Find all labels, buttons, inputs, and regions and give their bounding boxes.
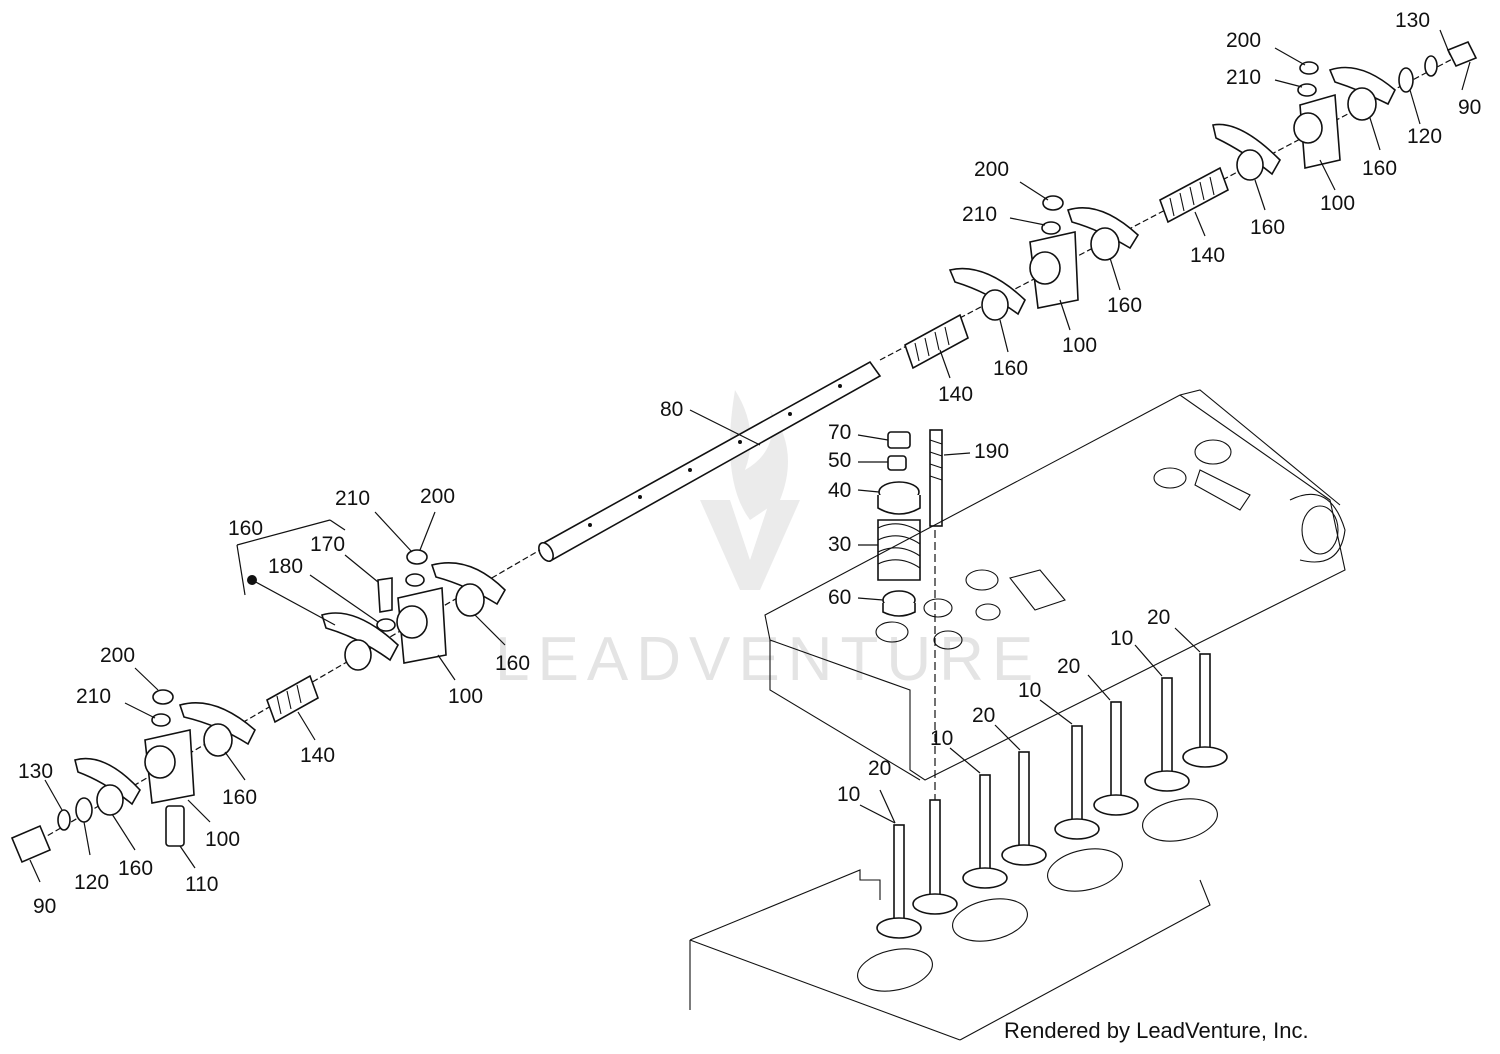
callout-160: 160 (222, 786, 257, 809)
callout-140: 140 (1190, 244, 1225, 267)
callout-160: 160 (1107, 294, 1142, 317)
valve-spring-stack[interactable] (877, 429, 943, 617)
rendered-by-footer: Rendered by LeadVenture, Inc. (1004, 1018, 1309, 1043)
callout-10: 10 (837, 783, 860, 806)
callout-210: 210 (335, 487, 370, 510)
callout-160: 160 (228, 517, 263, 540)
callout-10: 10 (1110, 627, 1133, 650)
callout-20: 20 (868, 757, 891, 780)
callout-210: 210 (1226, 66, 1261, 89)
callout-20: 20 (1147, 606, 1170, 629)
callout-100: 100 (205, 828, 240, 851)
valve-20-d (1182, 653, 1228, 768)
engine-block (689, 798, 1218, 1041)
watermark-text: LEADVENTURE (495, 625, 1041, 694)
callout-110: 110 (185, 873, 218, 896)
valve-10-c (1054, 725, 1100, 840)
callout-170: 170 (310, 533, 345, 556)
valve-20-c (1093, 701, 1139, 816)
rocker-assembly-middle-left[interactable] (266, 549, 506, 724)
callout-130: 130 (18, 760, 53, 783)
valve-10-a (876, 824, 922, 939)
callout-200: 200 (420, 485, 455, 508)
valves[interactable] (876, 653, 1228, 939)
callout-labels: 130 200 210 90 120 160 100 160 140 200 2… (18, 9, 1481, 918)
leader-lines (29, 29, 1471, 883)
callout-120: 120 (1407, 125, 1442, 148)
callout-160: 160 (118, 857, 153, 880)
callout-130: 130 (1395, 9, 1430, 32)
callout-50: 50 (828, 449, 851, 472)
callout-160: 160 (993, 357, 1028, 380)
callout-20: 20 (1057, 655, 1080, 678)
rocker-assembly-right[interactable] (1159, 40, 1478, 224)
callout-40: 40 (828, 479, 851, 502)
callout-140: 140 (938, 383, 973, 406)
callout-100: 100 (1320, 192, 1355, 215)
callout-30: 30 (828, 533, 851, 556)
callout-100: 100 (1062, 334, 1097, 357)
cylinder-head (764, 389, 1346, 781)
callout-160: 160 (1362, 157, 1397, 180)
callout-90: 90 (1458, 96, 1481, 119)
callout-210: 210 (76, 685, 111, 708)
callout-190: 190 (974, 440, 1009, 463)
callout-210: 210 (962, 203, 997, 226)
rocker-assembly-middle-right[interactable] (904, 195, 1140, 370)
callout-120: 120 (74, 871, 109, 894)
valve-10-b (962, 774, 1008, 889)
callout-160: 160 (1250, 216, 1285, 239)
rocker-shaft[interactable] (536, 360, 882, 564)
callout-20: 20 (972, 704, 995, 727)
callout-10: 10 (930, 727, 953, 750)
callout-100: 100 (448, 685, 483, 708)
valve-10-d (1144, 677, 1190, 792)
callout-200: 200 (100, 644, 135, 667)
callout-160: 160 (495, 652, 530, 675)
rocker-assembly-left[interactable] (10, 689, 256, 864)
callout-10: 10 (1018, 679, 1041, 702)
valve-20-a (912, 799, 958, 915)
callout-70: 70 (828, 421, 851, 444)
callout-60: 60 (828, 586, 851, 609)
valve-20-b (1001, 751, 1047, 866)
callout-140: 140 (300, 744, 335, 767)
callout-200: 200 (1226, 29, 1261, 52)
callout-90: 90 (33, 895, 56, 918)
callout-180: 180 (268, 555, 303, 578)
callout-200: 200 (974, 158, 1009, 181)
callout-80: 80 (660, 398, 683, 421)
